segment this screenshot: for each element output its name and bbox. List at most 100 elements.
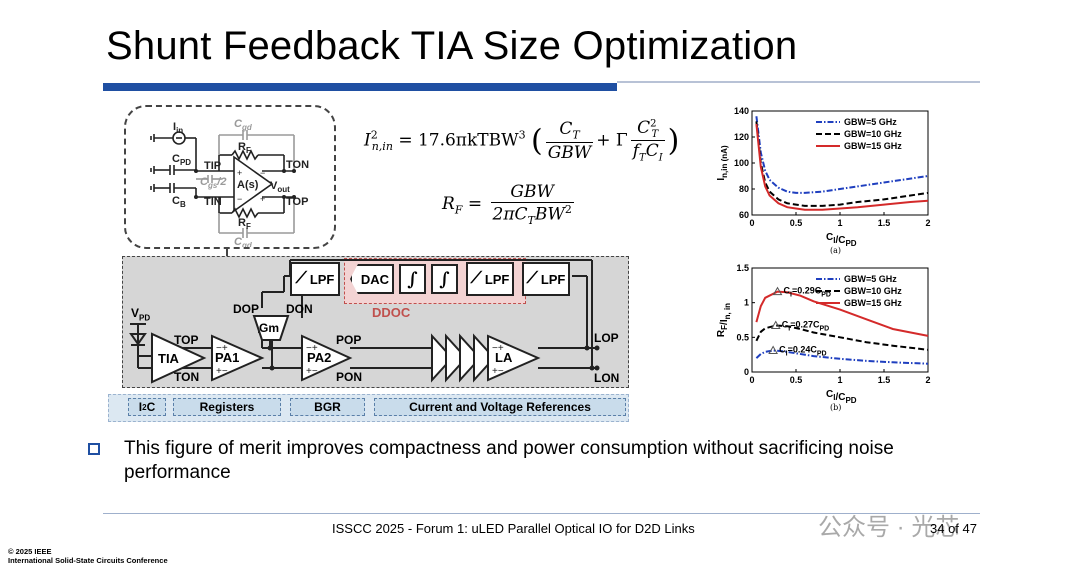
gm-shape [252, 315, 290, 341]
svg-text:−+: −+ [216, 343, 228, 354]
peak-annotation: CI=0.29CPD [784, 286, 831, 299]
ton-label: TON [174, 370, 200, 384]
legend-label: GBW=15 GHz [844, 141, 902, 151]
series-line [755, 349, 929, 365]
la-label: LA [495, 350, 513, 365]
pa1-amp-shape [211, 334, 265, 382]
x-tick-label: 1.5 [878, 375, 891, 385]
label-vout: Vout [270, 180, 290, 194]
svg-text:−: − [260, 168, 265, 178]
pa1-label: PA1 [215, 350, 240, 365]
panel-label: (b) [830, 403, 841, 412]
series-line [755, 116, 929, 194]
y-tick-label: 100 [734, 158, 749, 168]
y-tick-label: 120 [734, 132, 749, 142]
references-block: Current and Voltage References [374, 398, 626, 416]
svg-text:+−: +− [216, 366, 228, 377]
x-tick-label: 0.5 [790, 218, 803, 228]
bgr-block: BGR [290, 398, 365, 416]
label-top: TOP [286, 196, 308, 208]
x-tick-label: 0.5 [790, 375, 803, 385]
peak-marker [770, 320, 781, 330]
footer-conference: ISSCC 2025 - Forum 1: uLED Parallel Opti… [332, 521, 695, 536]
title-rule-gray [617, 81, 980, 83]
svg-text:+: + [237, 168, 242, 178]
x-tick-label: 0 [749, 218, 754, 228]
lpf-block-1: ⟋LPF [290, 262, 340, 296]
inset-connector [226, 247, 228, 258]
series-line [755, 324, 929, 351]
copyright-line-2: International Solid-State Circuits Confe… [8, 556, 168, 565]
y-tick-label: 1.5 [736, 263, 749, 273]
series-line [755, 123, 929, 211]
label-cb: CB [172, 195, 186, 209]
svg-text:−+: −+ [492, 343, 504, 354]
la-amp-shape [487, 334, 541, 382]
x-tick-label: 2 [925, 375, 930, 385]
pop-label: POP [336, 333, 362, 347]
legend-label: GBW=5 GHz [844, 117, 897, 127]
y-axis-label: RF/In, in [716, 303, 732, 337]
series-line [755, 290, 929, 337]
y-axis-label: In,in (nA) [716, 145, 729, 181]
x-axis-label: CI/CPD [826, 389, 857, 405]
label-cgd-top: Cgd [234, 118, 253, 132]
y-tick-label: 80 [739, 184, 749, 194]
label-ton: TON [286, 159, 309, 171]
legend-label: GBW=15 GHz [844, 298, 902, 308]
bullet-square-icon [88, 443, 100, 455]
x-tick-label: 2 [925, 218, 930, 228]
plot-frame [751, 267, 929, 373]
peak-annotation: CI=0.24CPD [779, 345, 826, 358]
x-axis-label: CI/CPD [826, 232, 857, 248]
lpf-block-2: ⟋LPF [466, 262, 514, 296]
copyright-line-1: © 2025 IEEE [8, 547, 52, 556]
pa2-amp-shape [301, 334, 353, 382]
svg-text:−+: −+ [306, 343, 318, 354]
legend-label: GBW=5 GHz [844, 274, 897, 284]
page-title: Shunt Feedback TIA Size Optimization [106, 24, 798, 68]
label-rf-top: RF [238, 141, 251, 155]
watermark: 公众号 · 光芯 [818, 514, 960, 541]
label-rf-bottom: RF [238, 217, 251, 231]
x-tick-label: 1.5 [878, 218, 891, 228]
x-tick-label: 1 [837, 375, 842, 385]
y-tick-label: 60 [739, 210, 749, 220]
pa2-label: PA2 [307, 350, 332, 365]
integrator-block-1: ∫ [399, 264, 426, 294]
peak-annotation: CI=0.27CPD [782, 320, 829, 333]
panel-label: (a) [830, 246, 841, 255]
dac-block: DAC [350, 264, 394, 294]
lop-label: LOP [594, 331, 619, 345]
svg-text:−: − [237, 194, 242, 204]
ddoc-label: DDOC [372, 305, 411, 320]
svg-text:+−: +− [492, 366, 504, 377]
y-tick-label: 0 [744, 367, 749, 377]
registers-block: Registers [173, 398, 281, 416]
dop-label: DOP [233, 302, 260, 316]
svg-text:+: + [260, 194, 265, 204]
pon-label: PON [336, 370, 363, 384]
peak-marker [772, 286, 783, 296]
legend-label: GBW=10 GHz [844, 286, 902, 296]
lpf-block-3: ⟋LPF [522, 262, 570, 296]
series-line [755, 121, 929, 207]
svg-text:+−: +− [306, 366, 318, 377]
top-label: TOP [174, 333, 199, 347]
tia-inset-panel [124, 105, 336, 249]
vpd-label: VPD [131, 306, 151, 323]
y-tick-label: 1 [744, 298, 749, 308]
label-tin: TIN [204, 196, 222, 208]
bullet-text: This figure of merit improves compactnes… [124, 438, 894, 483]
integrator-block-2: ∫ [431, 264, 458, 294]
lon-label: LON [594, 371, 620, 385]
block-diagram-wiring: −+ +− −+ +− −+ +− [129, 259, 600, 384]
y-tick-label: 140 [734, 106, 749, 116]
label-tip: TIP [204, 160, 221, 172]
legend-label: GBW=10 GHz [844, 129, 902, 139]
